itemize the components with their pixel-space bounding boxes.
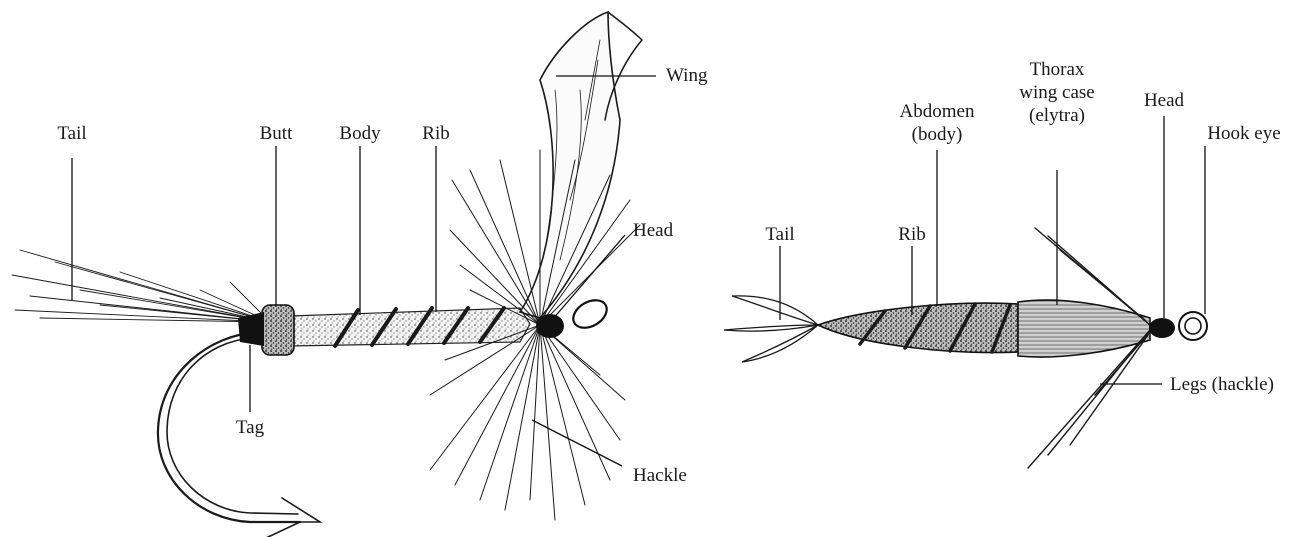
nymph-head-drawing bbox=[1149, 312, 1207, 340]
label-body: Body bbox=[339, 123, 381, 144]
label-hook-eye: Hook eye bbox=[1207, 123, 1280, 144]
label-head: Head bbox=[633, 220, 674, 241]
label-thorax-line1: Thorax bbox=[1030, 59, 1085, 80]
nymph-illustration: Tail Rib Abdomen (body) Thorax wing case… bbox=[724, 59, 1281, 468]
label-thorax-line3: (elytra) bbox=[1029, 105, 1085, 126]
label-abdomen-line1: Abdomen bbox=[900, 101, 975, 122]
wet-fly-illustration: Tail Butt Body Rib Wing Head Tag Hackle bbox=[12, 12, 708, 537]
label-nymph-head: Head bbox=[1144, 90, 1185, 111]
wet-fly-tail-drawing bbox=[12, 250, 270, 322]
label-rib: Rib bbox=[422, 123, 449, 144]
label-hackle: Hackle bbox=[633, 465, 687, 486]
label-tag: Tag bbox=[236, 417, 265, 438]
label-nymph-rib: Rib bbox=[898, 224, 925, 245]
label-wing: Wing bbox=[666, 65, 708, 86]
label-tail: Tail bbox=[57, 123, 86, 144]
label-thorax-line2: wing case bbox=[1019, 82, 1094, 103]
label-butt: Butt bbox=[260, 123, 293, 144]
wet-fly-wing-drawing bbox=[520, 12, 642, 318]
label-nymph-tail: Tail bbox=[765, 224, 794, 245]
wet-fly-body-drawing bbox=[238, 305, 530, 355]
nymph-tail-drawing bbox=[724, 296, 818, 362]
label-abdomen-line2: (body) bbox=[912, 124, 963, 145]
nymph-abdomen-drawing bbox=[818, 303, 1018, 352]
label-legs: Legs (hackle) bbox=[1170, 374, 1274, 395]
